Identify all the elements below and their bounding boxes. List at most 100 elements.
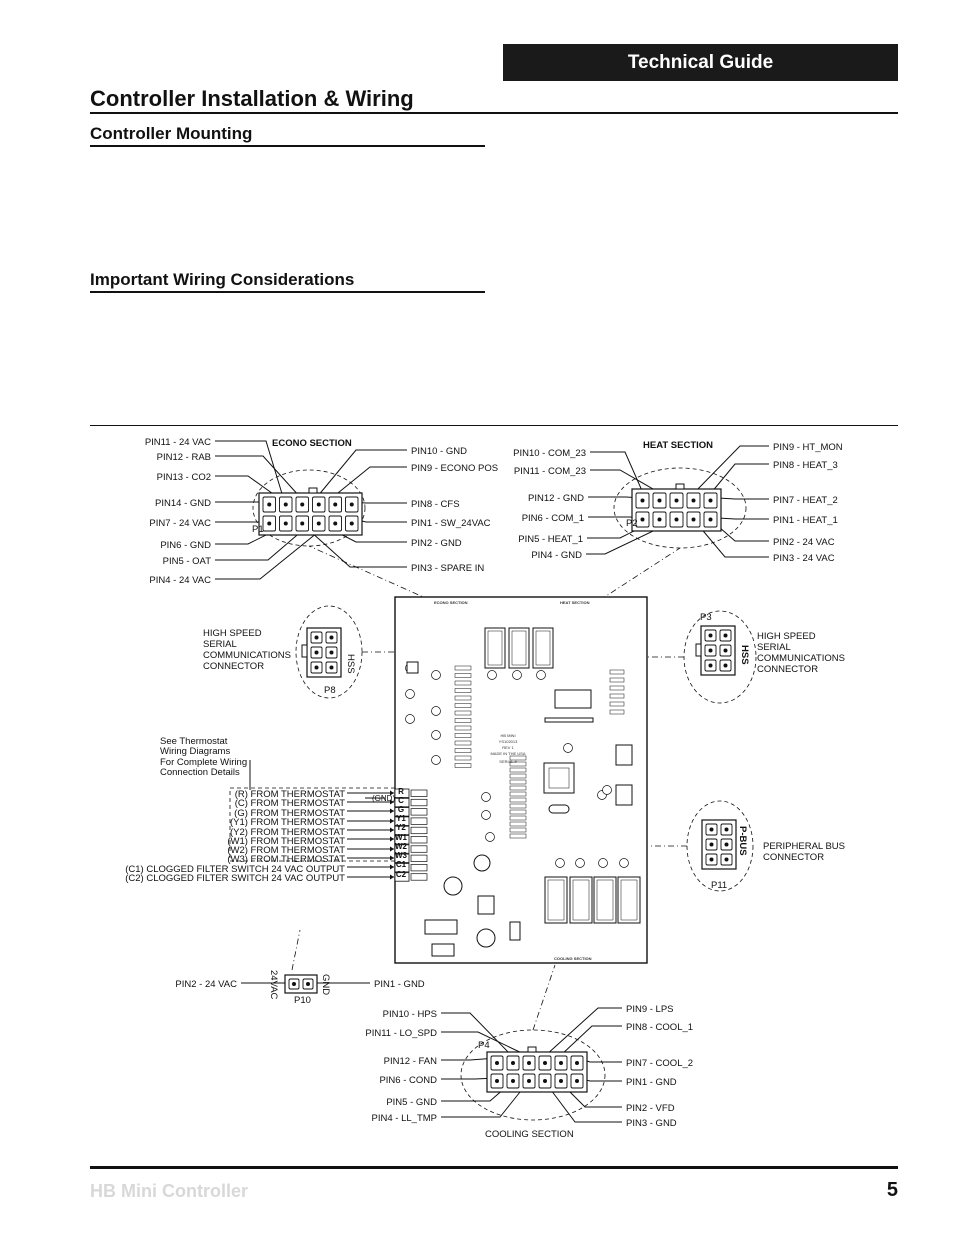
heat-pin-label: PIN9 - HT_MON	[773, 442, 843, 453]
pin-contact	[723, 633, 728, 638]
cooling-pin-label: PIN3 - GND	[626, 1118, 677, 1129]
leader-line	[717, 497, 769, 500]
cooling-pin-label: PIN10 - HPS	[383, 1009, 437, 1020]
heat-pin-label: PIN4 - GND	[531, 550, 582, 561]
thermostat-wire-label: (C) FROM THERMOSTAT	[235, 798, 345, 809]
pin-contact	[724, 827, 729, 832]
heat-pin-label: PIN10 - COM_23	[513, 448, 586, 459]
relay-inner	[572, 879, 590, 921]
terminal-screw	[410, 826, 428, 835]
wire-arrow	[390, 827, 394, 833]
footer-rule	[90, 1166, 898, 1169]
heat-pin-label: PIN5 - HEAT_1	[518, 534, 583, 545]
econo-pin-label: PIN6 - GND	[160, 540, 211, 551]
board-heat-label: HEAT SECTION	[560, 600, 590, 605]
econo-connector-name: P1	[252, 524, 264, 535]
leader-line	[215, 519, 334, 580]
resistor	[454, 748, 472, 753]
cooling-pin-label: PIN5 - GND	[386, 1097, 437, 1108]
pin-contact	[283, 502, 288, 507]
thermostat-wire-label: (R) FROM THERMOSTAT	[235, 789, 345, 800]
reset-button	[406, 661, 419, 674]
resistor	[454, 725, 472, 731]
resistor	[509, 803, 527, 809]
pin-contact	[708, 517, 713, 522]
pbus-connector: P11	[711, 880, 727, 891]
resistor	[454, 688, 472, 693]
resistor	[509, 779, 527, 785]
capacitor	[481, 792, 491, 802]
capacitor	[487, 670, 497, 680]
board-leader	[291, 929, 301, 971]
pbus-tag: P-BUS	[737, 826, 748, 856]
power-pin-label: PIN2 - 24 VAC	[175, 979, 237, 990]
terminal-label: C2	[396, 870, 407, 879]
board-leader	[308, 545, 431, 601]
terminal	[394, 807, 410, 817]
cooling-callout-ellipse	[460, 1029, 606, 1121]
resistor	[509, 791, 527, 797]
capacitor	[431, 730, 441, 740]
econo-pin-label: PIN3 - SPARE IN	[411, 563, 484, 574]
relay-inner	[596, 879, 614, 921]
terminal-label: Y1	[396, 814, 406, 823]
pin-contact	[267, 502, 272, 507]
econo-pin-label: PIN13 - CO2	[157, 472, 211, 483]
regulator	[424, 919, 458, 935]
wire-arrow	[390, 799, 394, 805]
pin-contact	[709, 857, 714, 862]
resistor	[509, 827, 527, 833]
resistor	[454, 755, 472, 761]
pin-contact	[640, 498, 645, 503]
relay	[508, 627, 530, 669]
pin-contact	[724, 842, 729, 847]
heat-pin-label: PIN8 - HEAT_3	[773, 460, 838, 471]
pin-contact	[527, 1079, 531, 1083]
thermostat-wire-label: (C1) CLOGGED FILTER SWITCH 24 VAC OUTPUT	[125, 864, 345, 875]
pin-contact	[640, 517, 645, 522]
controller-board	[394, 596, 648, 964]
leader-line	[544, 1007, 622, 1057]
cooling-pin-label: PIN7 - COOL_2	[626, 1058, 693, 1069]
leader-line	[332, 466, 407, 498]
pin-contact	[329, 635, 334, 640]
resistor	[509, 755, 527, 761]
leader-line	[441, 1031, 529, 1057]
econo-section-title: ECONO SECTION	[272, 438, 352, 449]
title-rule	[90, 112, 898, 114]
leader-line	[693, 445, 769, 494]
resistor	[454, 740, 472, 746]
capacitor	[485, 832, 495, 842]
relay	[593, 876, 617, 924]
thermostat-note: Connection Details	[160, 767, 240, 778]
gnd-tag: (GND)	[372, 794, 395, 803]
econo-callout-ellipse	[252, 469, 366, 547]
resistor	[609, 709, 625, 715]
pin-contact	[333, 521, 338, 526]
heat-pin-label: PIN7 - HEAT_2	[773, 495, 838, 506]
wire-arrow	[390, 846, 394, 852]
econo-pin-label: PIN2 - GND	[411, 538, 462, 549]
power-tag-24vac: 24VAC	[268, 970, 279, 1000]
connector-shapes	[258, 483, 737, 1093]
hss-left-caption: CONNECTOR	[203, 661, 264, 672]
resistor	[509, 809, 527, 815]
relay	[569, 876, 593, 924]
chip	[544, 717, 594, 723]
pin-contact	[575, 1061, 579, 1065]
econo-pin-label: PIN10 - GND	[411, 446, 467, 457]
pin-contact	[708, 633, 713, 638]
hss-left-connector: P8	[324, 685, 336, 696]
hss-left-caption: SERIAL	[203, 639, 237, 650]
thermostat-note: For Complete Wiring	[160, 757, 247, 768]
terminal-screw	[410, 873, 428, 881]
terminal-screw	[410, 836, 428, 844]
resistor	[509, 761, 527, 767]
leader-line	[710, 463, 769, 494]
dashed-callouts	[229, 467, 757, 1121]
chip	[554, 689, 592, 709]
thermostat-note: See Thermostat	[160, 736, 228, 747]
leader-line	[717, 517, 769, 520]
pin-contact	[283, 521, 288, 526]
heat-pin-label: PIN1 - HEAT_1	[773, 515, 838, 526]
